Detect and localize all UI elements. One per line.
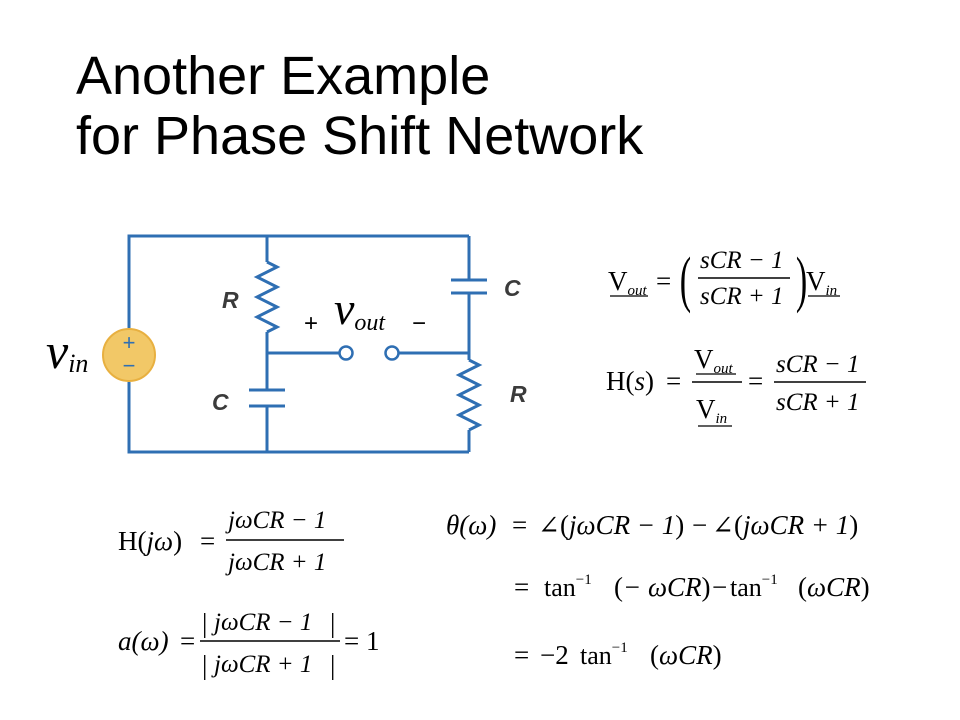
- vout-plus-sign: +: [304, 310, 318, 337]
- capacitor-right-label: C: [504, 275, 521, 301]
- capacitor-left: [249, 388, 285, 408]
- svg-text:jωCR − 1: jωCR − 1: [211, 609, 312, 636]
- svg-text:=: =: [748, 366, 763, 396]
- svg-text:sCR − 1: sCR − 1: [776, 351, 860, 378]
- svg-text:=: =: [512, 510, 527, 540]
- resistor-left-label: R: [222, 287, 239, 313]
- svg-text:H(jω): H(jω): [118, 526, 182, 556]
- svg-text:|: |: [202, 650, 207, 680]
- svg-text:(ωCR): (ωCR): [798, 572, 870, 602]
- svg-text:θ(ω): θ(ω): [446, 510, 496, 540]
- svg-text:|: |: [330, 608, 335, 638]
- svg-text:−2: −2: [540, 640, 569, 670]
- svg-text:|: |: [202, 608, 207, 638]
- svg-text:(− ωCR): (− ωCR): [614, 572, 711, 602]
- svg-text:=: =: [514, 640, 529, 670]
- svg-text:=: =: [200, 526, 215, 556]
- svg-text:jωCR + 1: jωCR + 1: [225, 549, 326, 576]
- svg-text:(: (: [680, 244, 691, 313]
- svg-text:tan−1: tan−1: [544, 572, 592, 602]
- svg-text:sCR + 1: sCR + 1: [700, 283, 784, 310]
- svg-text:sCR + 1: sCR + 1: [776, 389, 860, 416]
- svg-text:jωCR + 1: jωCR + 1: [211, 651, 312, 678]
- svg-text:|: |: [330, 650, 335, 680]
- svg-text:=: =: [514, 572, 529, 602]
- source-minus-sign: −: [123, 353, 136, 378]
- svg-text:∠: ∠: [712, 511, 734, 540]
- svg-text:H(s): H(s): [606, 366, 654, 396]
- svg-text:(jωCR + 1): (jωCR + 1): [734, 510, 858, 540]
- circuit-wires: [127, 234, 471, 454]
- svg-text:sCR − 1: sCR − 1: [700, 247, 784, 274]
- equation-magnitude: a(ω) = | jωCR − 1 | | jωCR + 1 | = 1: [118, 608, 380, 680]
- svg-text:jωCR − 1: jωCR − 1: [225, 507, 326, 534]
- source-plus-sign: +: [123, 330, 136, 355]
- resistor-right-label: R: [510, 381, 527, 407]
- svg-text:1: 1: [366, 626, 380, 656]
- svg-text:=: =: [180, 626, 195, 656]
- voltage-source: + −: [102, 328, 156, 382]
- title-line-2: for Phase Shift Network: [76, 106, 644, 166]
- equation-phase-arctan: = tan−1 (− ωCR) − tan−1 (ωCR): [514, 572, 870, 602]
- wire-top-left: [127, 234, 267, 328]
- svg-text:(jωCR − 1): (jωCR − 1): [560, 510, 684, 540]
- svg-text:Vout: Vout: [608, 266, 648, 299]
- svg-text:=: =: [344, 626, 359, 656]
- svg-text:tan−1: tan−1: [580, 640, 628, 670]
- capacitor-left-label: C: [212, 389, 229, 415]
- equation-phase-result: = −2 tan−1 (ωCR): [514, 640, 722, 670]
- svg-text:a(ω): a(ω): [118, 626, 169, 656]
- vin-label: vin: [46, 323, 88, 379]
- svg-text:Vout: Vout: [694, 344, 734, 377]
- resistor-left: [253, 260, 281, 334]
- equation-transfer-function-jw: H(jω) = jωCR − 1 jωCR + 1: [118, 507, 344, 576]
- title-line-1: Another Example: [76, 46, 491, 106]
- svg-text:−: −: [692, 510, 707, 540]
- output-terminal-right: [384, 345, 400, 361]
- equation-transfer-function-s: H(s) = Vout Vin = sCR − 1 sCR + 1: [606, 344, 866, 427]
- capacitor-right: [451, 278, 487, 295]
- svg-text:−: −: [712, 572, 727, 602]
- slide-title: Another Example for Phase Shift Network: [76, 46, 643, 166]
- svg-text:(ωCR): (ωCR): [650, 640, 722, 670]
- svg-text:): ): [796, 244, 807, 313]
- resistor-right: [455, 358, 483, 432]
- svg-text:=: =: [666, 366, 681, 396]
- svg-text:tan−1: tan−1: [730, 572, 778, 602]
- vout-label: vout: [334, 283, 386, 336]
- output-terminal-left: [338, 345, 354, 361]
- equation-vout: Vout = ( sCR − 1 sCR + 1 ) Vin: [608, 244, 840, 314]
- svg-text:∠: ∠: [538, 511, 560, 540]
- vout-minus-sign: −: [412, 310, 426, 337]
- wire-bottom-left: [127, 382, 267, 454]
- svg-text:Vin: Vin: [806, 266, 837, 299]
- svg-text:=: =: [656, 266, 671, 296]
- equation-phase: θ(ω) = ∠ (jωCR − 1) − ∠ (jωCR + 1): [446, 510, 858, 540]
- svg-text:Vin: Vin: [696, 394, 727, 427]
